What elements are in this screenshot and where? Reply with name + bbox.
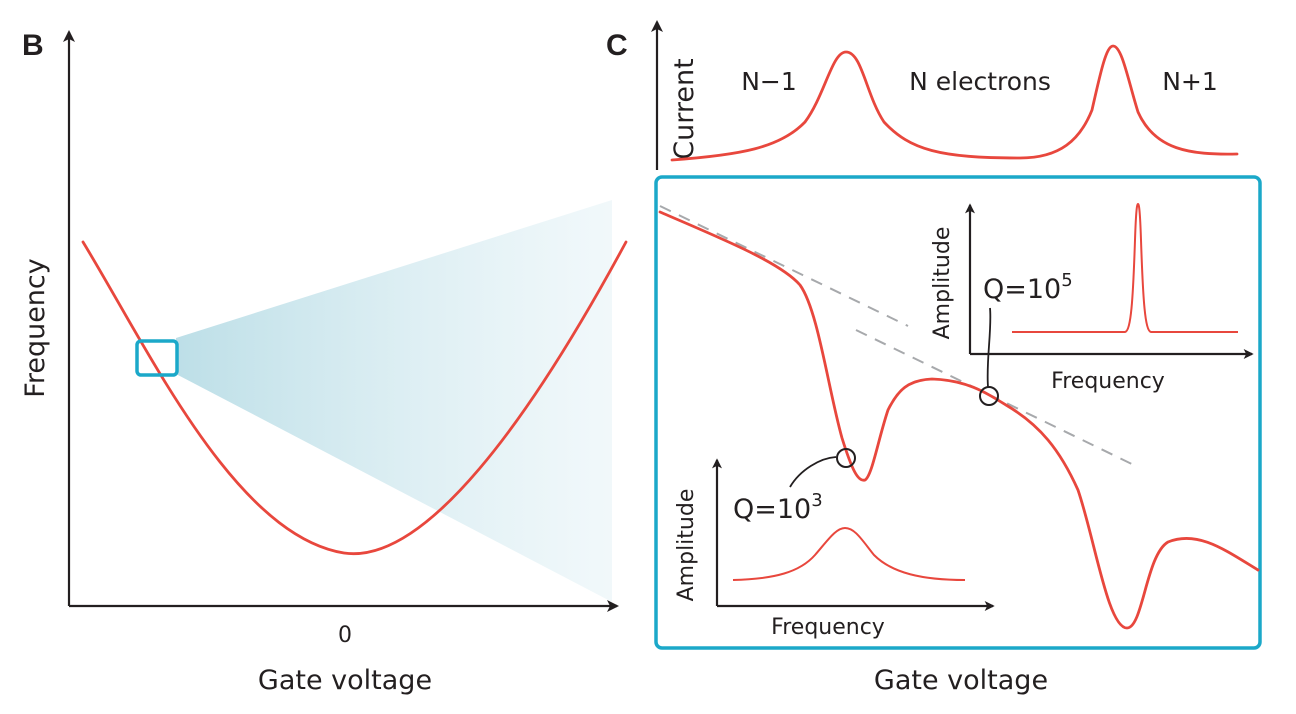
zoom-box bbox=[135, 339, 179, 377]
inset-low-q-resonance bbox=[732, 526, 966, 581]
panel-c: C Current N−1 N electrons N+1 Amplitude … bbox=[606, 20, 1262, 696]
q-label-high-prefix: Q=10 bbox=[983, 274, 1061, 305]
panel-b: B Frequency 0 Gate voltage bbox=[20, 29, 628, 696]
inset-high-q-x-label: Frequency bbox=[1051, 369, 1165, 394]
inset-low-q: Amplitude Frequency Q=103 bbox=[674, 458, 995, 640]
panel-b-frequency-curve bbox=[81, 240, 628, 556]
inset-high-q-resonance bbox=[1012, 202, 1238, 333]
leader-high-q bbox=[986, 307, 992, 388]
panel-b-x-axis-label: Gate voltage bbox=[258, 665, 432, 696]
panel-b-letter: B bbox=[22, 29, 44, 62]
q-label-low-prefix: Q=10 bbox=[733, 494, 811, 525]
panel-c-x-axis-label: Gate voltage bbox=[874, 665, 1048, 696]
state-label-n-plus-1: N+1 bbox=[1162, 67, 1218, 96]
marker-high-q bbox=[979, 386, 999, 406]
q-label-low-exponent: 3 bbox=[811, 490, 822, 511]
q-label-high-exponent: 5 bbox=[1061, 270, 1072, 291]
current-axis-label: Current bbox=[669, 58, 700, 159]
panel-b-y-axis-label: Frequency bbox=[20, 258, 51, 398]
q-label-low: Q=103 bbox=[733, 490, 823, 525]
zoom-wedge bbox=[176, 200, 612, 602]
zoomed-frequency-curve bbox=[658, 210, 1260, 630]
current-curve bbox=[670, 44, 1239, 162]
trend-line-left bbox=[659, 205, 909, 327]
inset-high-q: Amplitude Frequency Q=105 bbox=[930, 202, 1254, 394]
inset-low-q-y-label: Amplitude bbox=[674, 489, 699, 602]
zoom-frame bbox=[654, 175, 1262, 650]
state-label-n-minus-1: N−1 bbox=[741, 67, 797, 96]
q-label-high: Q=105 bbox=[983, 270, 1073, 305]
inset-high-q-y-label: Amplitude bbox=[930, 227, 955, 340]
panel-b-x-tick-zero: 0 bbox=[338, 623, 352, 648]
panel-c-letter: C bbox=[606, 29, 628, 62]
inset-low-q-x-label: Frequency bbox=[771, 615, 885, 640]
marker-low-q bbox=[836, 448, 856, 468]
leader-low-q bbox=[789, 456, 837, 488]
state-label-n-electrons: N electrons bbox=[909, 67, 1051, 96]
